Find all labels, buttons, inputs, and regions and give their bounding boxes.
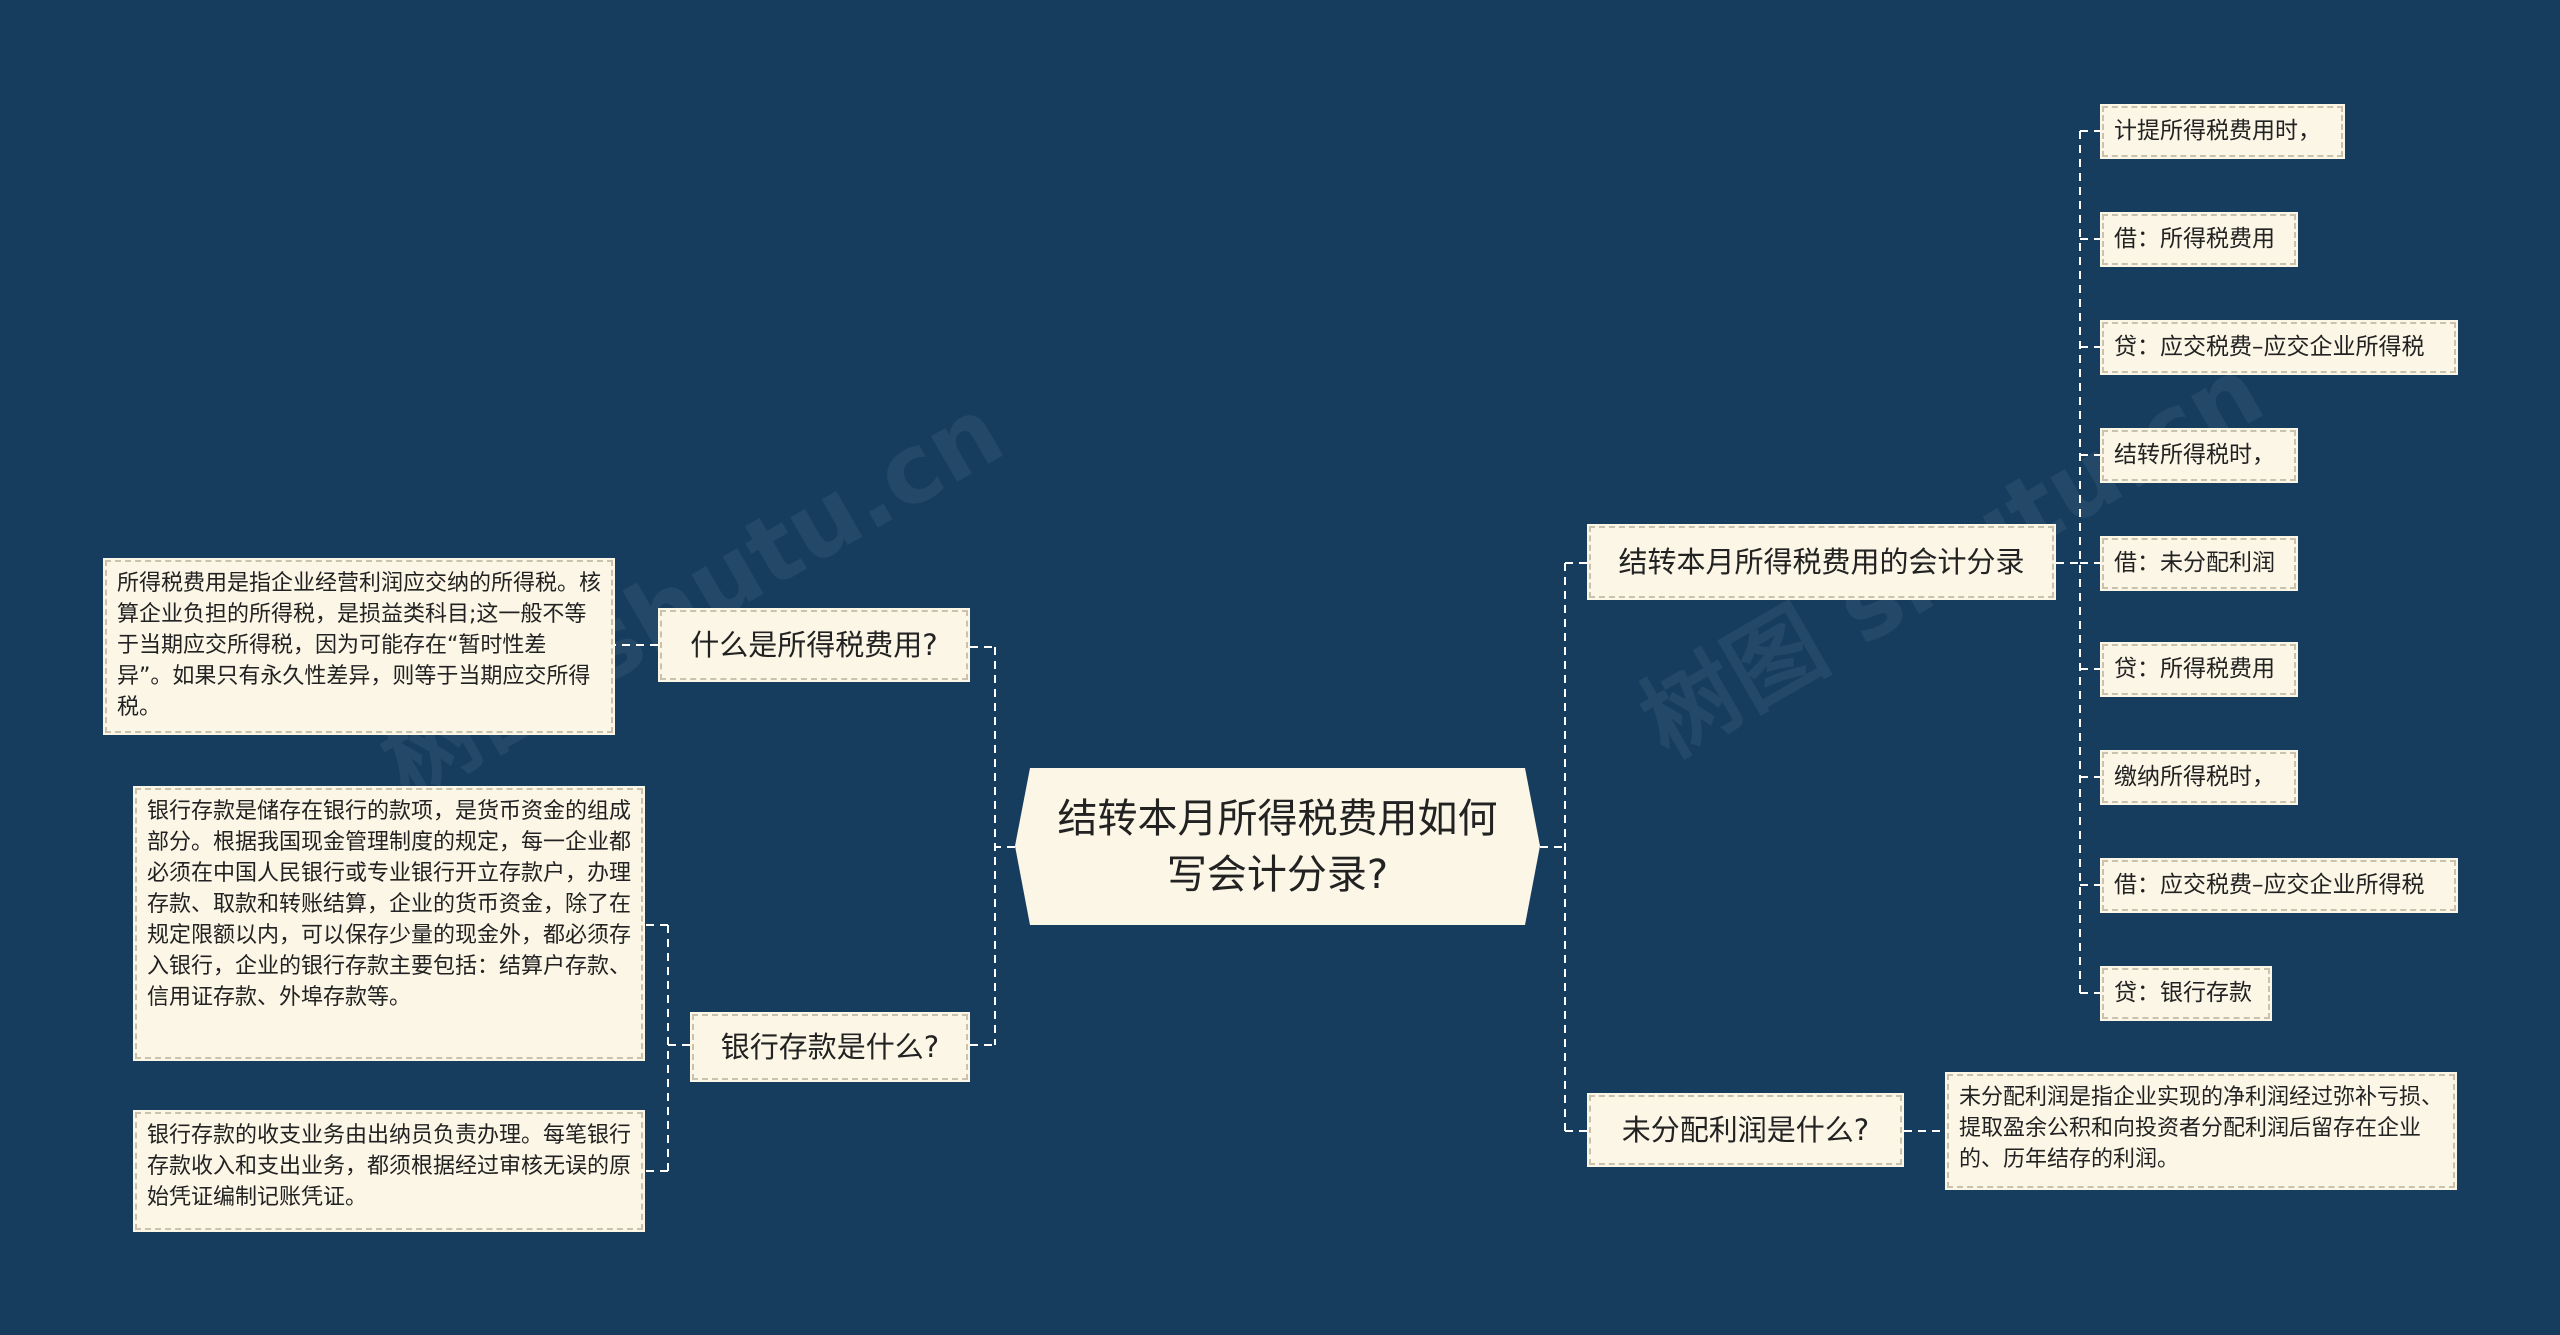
connector-center-right <box>1540 562 1587 1132</box>
branch-label: 结转本月所得税费用的会计分录 <box>1618 545 2025 579</box>
entry-text: 结转所得税时， <box>2114 442 2275 468</box>
connector-right-1-items <box>2056 130 2100 994</box>
entry-text: 缴纳所得税时， <box>2114 764 2275 790</box>
note-bank-deposit-definition: 银行存款是储存在银行的款项，是货币资金的组成部分。根据我国现金管理制度的规定，每… <box>133 786 645 1061</box>
note-undistributed-profit: 未分配利润是指企业实现的净利润经过弥补亏损、提取盈余公积和向投资者分配利润后留存… <box>1945 1072 2457 1190</box>
note-bank-deposit-handling: 银行存款的收支业务由出纳员负责办理。每笔银行存款收入和支出业务，都须根据经过审核… <box>133 1110 645 1232</box>
entry-item: 计提所得税费用时， <box>2100 104 2345 159</box>
branch-label: 什么是所得税费用? <box>690 628 938 662</box>
branch-what-is-income-tax-expense[interactable]: 什么是所得税费用? <box>658 608 970 682</box>
entry-text: 贷：应交税费–应交企业所得税 <box>2114 334 2425 360</box>
entry-item: 贷：银行存款 <box>2100 966 2272 1021</box>
note-text: 所得税费用是指企业经营利润应交纳的所得税。核算企业负担的所得税，是损益类科目;这… <box>117 571 602 720</box>
entry-text: 借：应交税费–应交企业所得税 <box>2114 872 2425 898</box>
branch-journal-entries[interactable]: 结转本月所得税费用的会计分录 <box>1587 524 2056 600</box>
branch-label: 银行存款是什么? <box>720 1030 940 1064</box>
entry-item: 缴纳所得税时， <box>2100 750 2298 805</box>
connector-center-left <box>970 646 1015 1046</box>
note-text: 银行存款的收支业务由出纳员负责办理。每笔银行存款收入和支出业务，都须根据经过审核… <box>147 1123 632 1210</box>
entry-text: 借：所得税费用 <box>2114 226 2275 252</box>
entry-item: 结转所得税时， <box>2100 428 2298 483</box>
entry-item: 借：未分配利润 <box>2100 536 2298 591</box>
central-topic-label: 结转本月所得税费用如何写会计分录? <box>1057 795 1498 898</box>
entry-text: 计提所得税费用时， <box>2114 118 2321 144</box>
entry-item: 贷：应交税费–应交企业所得税 <box>2100 320 2458 375</box>
note-text: 未分配利润是指企业实现的净利润经过弥补亏损、提取盈余公积和向投资者分配利润后留存… <box>1959 1085 2444 1172</box>
entry-text: 借：未分配利润 <box>2114 550 2275 576</box>
branch-what-is-undistributed-profit[interactable]: 未分配利润是什么? <box>1587 1093 1904 1167</box>
branch-label: 未分配利润是什么? <box>1621 1113 1870 1147</box>
central-topic[interactable]: 结转本月所得税费用如何写会计分录? <box>1015 768 1540 925</box>
note-income-tax-expense: 所得税费用是指企业经营利润应交纳的所得税。核算企业负担的所得税，是损益类科目;这… <box>103 558 615 735</box>
entry-text: 贷：所得税费用 <box>2114 656 2275 682</box>
entry-item: 贷：所得税费用 <box>2100 642 2298 697</box>
entry-item: 借：应交税费–应交企业所得税 <box>2100 858 2458 913</box>
entry-text: 贷：银行存款 <box>2114 980 2252 1006</box>
note-text: 银行存款是储存在银行的款项，是货币资金的组成部分。根据我国现金管理制度的规定，每… <box>147 799 632 1010</box>
central-topic-shape <box>1015 768 1540 925</box>
entry-item: 借：所得税费用 <box>2100 212 2298 267</box>
branch-what-is-bank-deposit[interactable]: 银行存款是什么? <box>690 1012 970 1082</box>
connector-left-2-notes <box>645 924 690 1172</box>
